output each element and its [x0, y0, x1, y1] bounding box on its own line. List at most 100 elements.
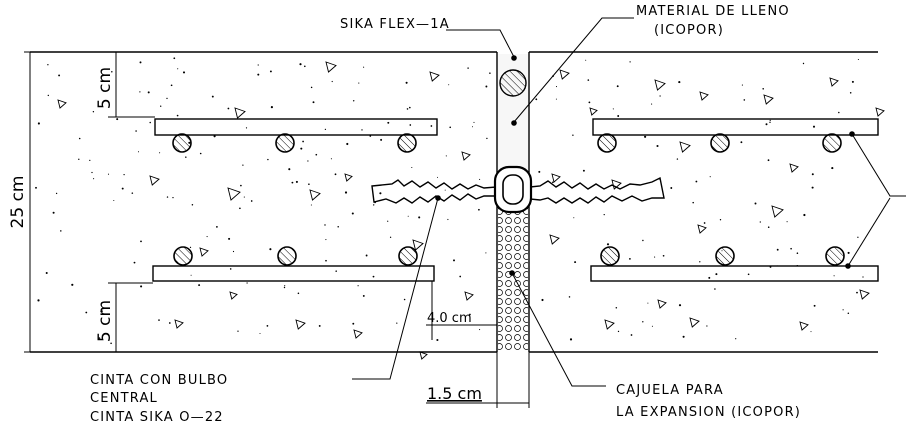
speckle [352, 100, 355, 102]
speckle [37, 122, 40, 125]
speckle [629, 61, 631, 63]
speckle [479, 178, 481, 180]
speckle [346, 142, 349, 146]
speckle [240, 184, 242, 187]
aggregate-icon [559, 69, 570, 80]
speckle [617, 115, 620, 117]
speckle [176, 114, 179, 117]
speckle [569, 338, 573, 341]
speckle [172, 196, 174, 199]
speckle [767, 226, 770, 228]
aggregate-icon [799, 321, 809, 331]
speckle [472, 126, 473, 128]
speckle [379, 192, 382, 195]
speckle [139, 91, 141, 93]
aggregate-icon [549, 234, 560, 245]
speckle [692, 201, 694, 204]
rebar-icon [597, 133, 617, 153]
speckle [813, 304, 816, 307]
speckle [78, 137, 81, 140]
speckle [473, 121, 475, 123]
aggregate-icon [679, 141, 691, 153]
speckle [166, 196, 169, 198]
speckle [811, 173, 814, 176]
speckle [302, 140, 304, 143]
speckle [185, 156, 187, 158]
aggregate-icon [859, 289, 870, 300]
speckle [337, 225, 339, 228]
aggregate-icon [344, 173, 353, 182]
sika-flex-label: SIKA FLEX—1A [340, 17, 450, 32]
aggregate-triangle-icons [57, 61, 885, 360]
speckle [847, 251, 850, 254]
speckle [139, 61, 142, 64]
aggregate-icon [419, 351, 428, 360]
speckle [762, 88, 764, 90]
aggregate-icon [227, 187, 241, 201]
speckle [642, 239, 644, 242]
speckle [573, 217, 575, 219]
speckle [409, 106, 411, 109]
speckle [312, 101, 315, 104]
speckle [678, 81, 681, 84]
speckle [242, 164, 244, 166]
aggregate-icon [229, 291, 238, 300]
rebar-icon [397, 133, 417, 153]
speckle [743, 99, 746, 101]
speckle [662, 254, 665, 257]
speckle [89, 159, 91, 162]
speckle [229, 268, 232, 270]
speckle [535, 98, 538, 101]
speckle [616, 85, 619, 88]
speckle [735, 338, 737, 340]
speckle [243, 196, 245, 198]
speckle [555, 98, 557, 100]
speckle [58, 74, 61, 77]
speckle [759, 221, 761, 223]
rebar-icon [398, 246, 418, 266]
speckle [325, 259, 327, 262]
speckle [283, 286, 286, 289]
speckle [555, 86, 558, 88]
speckle [406, 108, 409, 110]
dimension-25cm: 25 cm [8, 51, 44, 353]
speckle [449, 126, 452, 129]
aggregate-icon [689, 317, 700, 328]
speckle [849, 92, 852, 94]
speckle [149, 121, 151, 124]
speckle [166, 97, 168, 100]
speckle [587, 79, 590, 81]
speckle [485, 85, 488, 88]
speckle [191, 204, 194, 206]
cinta-label-line1: CINTA CON BULBO [90, 373, 228, 388]
speckle [478, 208, 480, 211]
speckle [335, 270, 337, 272]
top-rebar [154, 118, 879, 136]
aggregate-icon [654, 79, 666, 91]
speckle [409, 124, 412, 126]
speckle [159, 152, 161, 154]
speckle [315, 153, 318, 156]
speckle [585, 59, 587, 61]
speckle [568, 296, 571, 298]
speckle [299, 63, 302, 66]
speckle [98, 337, 101, 339]
speckle [396, 322, 398, 324]
speckle [307, 160, 309, 162]
speckle [588, 101, 591, 104]
speckle [266, 325, 269, 327]
speckle [239, 207, 241, 210]
dimension-5cm-top: 5 cm [95, 52, 155, 118]
leader-cinta: CINTA CON BULBO CENTRAL CINTA SIKA O—22 [90, 195, 441, 425]
speckle [85, 311, 88, 314]
speckle [538, 170, 541, 173]
speckle [606, 243, 610, 246]
speckle [811, 186, 814, 189]
speckle [60, 230, 62, 232]
speckle [403, 298, 406, 301]
speckle [246, 282, 248, 284]
speckle [754, 202, 757, 205]
speckle [833, 275, 835, 277]
dim-5-top-label: 5 cm [95, 67, 115, 109]
